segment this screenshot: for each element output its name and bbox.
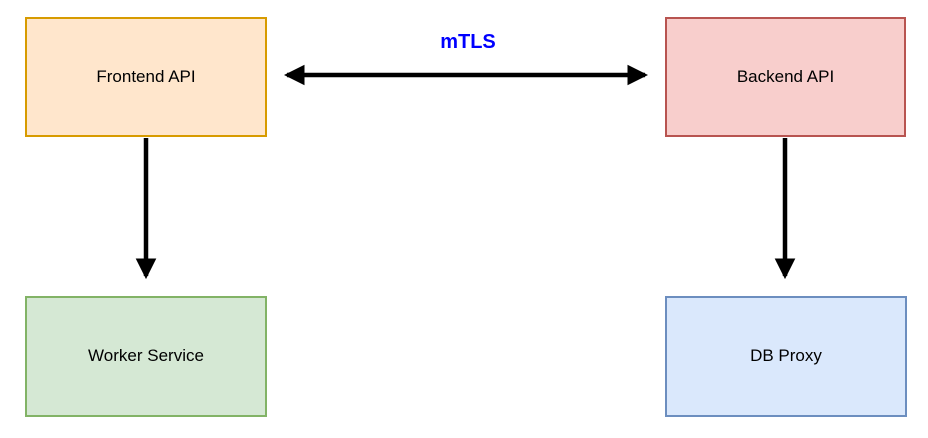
node-label-backend-api: Backend API xyxy=(736,66,835,86)
edge-label-mtls: mTLS xyxy=(440,31,496,53)
node-db-proxy: DB Proxy xyxy=(665,296,907,417)
node-label-frontend-api: Frontend API xyxy=(96,66,196,86)
node-label-db-proxy: DB Proxy xyxy=(750,346,822,366)
node-backend-api: Backend API xyxy=(665,17,906,137)
node-worker-service: Worker Service xyxy=(25,296,267,417)
node-frontend-api: Frontend API xyxy=(25,17,267,137)
node-label-worker-service: Worker Service xyxy=(88,346,204,366)
